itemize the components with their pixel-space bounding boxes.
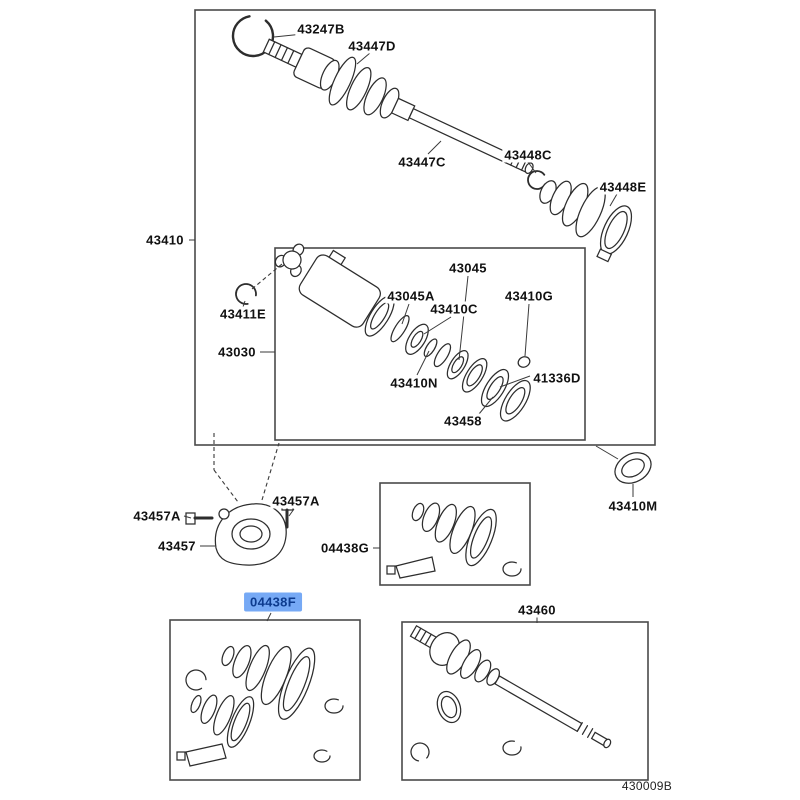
part-label-43045a[interactable]: 43045A — [385, 288, 437, 304]
part-label-43448e[interactable]: 43448E — [597, 179, 649, 195]
part-label-43411e[interactable]: 43411E — [218, 306, 268, 322]
dashed-guides — [213, 263, 283, 503]
boot-clamp — [436, 690, 462, 724]
part-label-04438g[interactable]: 04438G — [318, 540, 372, 556]
part-label-43410c[interactable]: 43410C — [428, 301, 480, 317]
part-label-43457a-top[interactable]: 43457A — [270, 493, 322, 509]
ring-43410n — [423, 338, 438, 358]
shaft-clip — [502, 740, 522, 756]
diagram-boxes — [169, 9, 656, 781]
boot-clamp — [185, 669, 207, 691]
boot-clamp — [324, 698, 344, 714]
bolt-43457a-left — [185, 512, 214, 525]
tripod-spider-43045 — [282, 250, 302, 270]
part-label-43247b[interactable]: 43247B — [295, 21, 347, 37]
part-label-43030[interactable]: 43030 — [216, 344, 258, 360]
shaft-assembly-43460 — [409, 624, 612, 762]
boot-clamp — [313, 749, 331, 763]
snap-ring — [410, 742, 430, 762]
dust-deflector-43458 — [480, 368, 510, 408]
ring-43410m — [614, 452, 652, 484]
shaft-43460-box — [401, 621, 649, 781]
inner-joint-box — [274, 247, 586, 441]
part-label-43410g[interactable]: 43410G — [502, 288, 556, 304]
snap-ring-43411e — [235, 283, 257, 305]
part-label-43410[interactable]: 43410 — [144, 232, 186, 248]
main-assembly-box — [194, 9, 656, 446]
boot-kit-f-box — [169, 619, 361, 781]
inboard-boot — [190, 694, 255, 748]
part-label-43410m[interactable]: 43410M — [606, 498, 660, 514]
part-label-43460[interactable]: 43460 — [516, 602, 558, 618]
part-label-04438f-highlighted[interactable]: 04438F — [244, 592, 302, 612]
outboard-boot — [221, 644, 316, 720]
part-label-43457a-left[interactable]: 43457A — [131, 508, 183, 524]
small-ring-43410g — [517, 356, 531, 368]
leader-lines — [183, 33, 634, 623]
part-label-43447d[interactable]: 43447D — [346, 38, 398, 54]
joint-housing-43030 — [298, 254, 381, 328]
boot-kit-04438f — [176, 644, 344, 767]
boot-kit-04438g — [386, 502, 522, 579]
part-label-43458[interactable]: 43458 — [442, 413, 484, 429]
outboard-boot-43448e — [539, 180, 606, 238]
part-label-43448c[interactable]: 43448C — [502, 147, 554, 163]
washer-43045a — [390, 315, 410, 343]
drawing-code: 430009B — [621, 779, 673, 793]
grease-tube — [386, 556, 436, 579]
deflector-41336d — [461, 358, 488, 393]
front-driveshaft-assembly — [231, 14, 633, 263]
boot-kit-g-box — [379, 482, 531, 586]
boot-clamp-43448e — [596, 205, 633, 263]
part-label-43045[interactable]: 43045 — [447, 260, 489, 276]
part-label-43457[interactable]: 43457 — [156, 538, 198, 554]
bearing-bracket-43457 — [185, 501, 294, 566]
part-label-43447c[interactable]: 43447C — [396, 154, 448, 170]
part-label-41336d[interactable]: 41336D — [531, 370, 583, 386]
part-label-43410n[interactable]: 43410N — [388, 375, 440, 391]
inner-joint-assembly — [235, 243, 531, 422]
boot-clamp — [502, 561, 522, 577]
grease-tube — [176, 743, 227, 767]
